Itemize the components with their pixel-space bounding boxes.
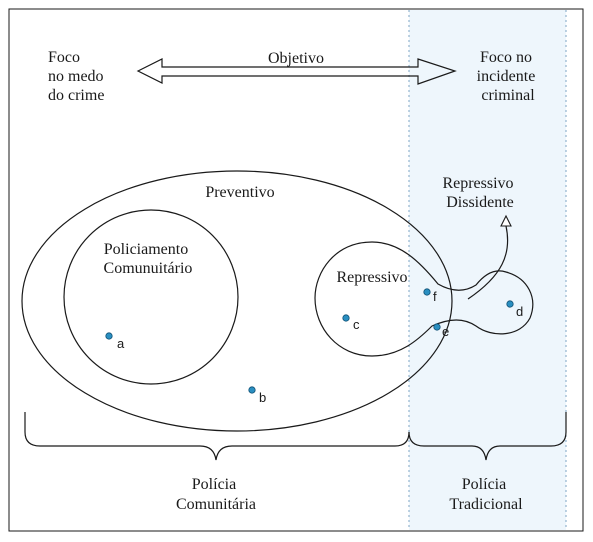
traditional-zone-shade	[409, 10, 566, 530]
point-e-label: e	[442, 324, 449, 339]
comunitaria-brace	[24, 412, 410, 461]
point-f: f	[423, 288, 437, 304]
point-d-label: d	[516, 304, 523, 319]
repressivo-dissidente-label: Repressivo Dissidente	[442, 175, 517, 211]
point-e-dot	[433, 323, 441, 331]
point-b-dot	[248, 386, 256, 394]
point-a: a	[105, 332, 125, 351]
tradicional-brace	[408, 412, 567, 461]
repressivo-label: Repressivo	[336, 269, 407, 286]
dissident-arrow-head	[500, 214, 512, 227]
right-focus-line-3: criminal	[481, 87, 535, 104]
point-c-dot	[342, 314, 350, 322]
policiamento-line-1: Policiamento	[104, 241, 188, 258]
repressivo-dissidente-shape	[314, 241, 534, 357]
comunitaria-line-1: Polícia	[192, 476, 236, 493]
objective-label: Objetivo	[268, 50, 324, 67]
right-focus-line-1: Foco no	[480, 49, 532, 66]
point-d-dot	[506, 300, 514, 308]
comunitaria-line-2: Comunitária	[176, 496, 256, 513]
policiamento-circle	[63, 209, 239, 385]
policiamento-label: Policiamento Comunuitário	[104, 241, 193, 277]
right-focus-label: Foco no incidente criminal	[477, 49, 540, 104]
point-c: c	[342, 314, 360, 332]
left-focus-line-3: do crime	[48, 87, 104, 104]
point-c-label: c	[353, 317, 360, 332]
preventivo-ellipse	[21, 170, 453, 432]
objective-double-arrow	[136, 58, 457, 85]
point-b: b	[248, 386, 266, 405]
point-d: d	[506, 300, 523, 319]
left-focus-line-2: no medo	[48, 68, 104, 85]
point-f-label: f	[433, 289, 437, 304]
point-a-label: a	[117, 336, 125, 351]
left-focus-label: Foco no medo do crime	[48, 49, 108, 104]
preventivo-label: Preventivo	[205, 184, 274, 201]
point-e: e	[433, 323, 449, 339]
tradicional-line-1: Polícia	[462, 476, 506, 493]
repressivo-dissidente-line-1: Repressivo	[442, 175, 513, 192]
point-b-label: b	[259, 390, 266, 405]
left-focus-line-1: Foco	[48, 49, 80, 66]
repressivo-dissidente-line-2: Dissidente	[446, 194, 514, 211]
comunitaria-label: Polícia Comunitária	[176, 476, 256, 513]
right-focus-line-2: incidente	[477, 68, 536, 85]
tradicional-line-2: Tradicional	[449, 496, 523, 513]
point-f-dot	[423, 288, 431, 296]
tradicional-label: Polícia Tradicional	[449, 476, 523, 513]
point-a-dot	[105, 332, 113, 340]
policiamento-line-2: Comunuitário	[104, 260, 193, 277]
dissident-arrow-line	[467, 225, 509, 300]
